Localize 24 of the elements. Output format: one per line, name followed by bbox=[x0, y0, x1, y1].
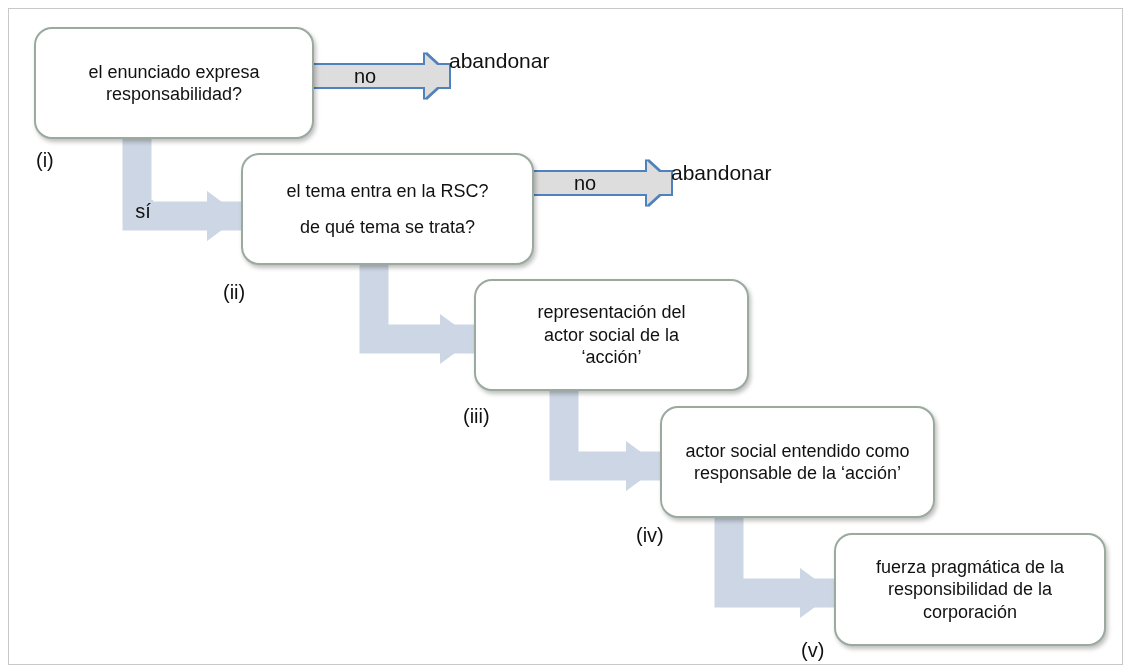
box-text: fuerza pragmática de la responsibilidad de la corporación bbox=[874, 555, 1066, 624]
block-arrow bbox=[314, 54, 449, 98]
block-arrow bbox=[534, 161, 671, 205]
box-text: el enunciado expresa responsabilidad? bbox=[87, 60, 261, 106]
outcome-text: abandonar bbox=[449, 49, 550, 73]
outcome-text: abandonar bbox=[671, 161, 772, 185]
box-text: actor social entendido como responsable de la ‘acción’ bbox=[684, 439, 911, 485]
process-box bbox=[241, 153, 534, 265]
bent-block-arrow bbox=[359, 265, 474, 364]
step-number: (i) bbox=[36, 149, 54, 172]
bent-block-arrow bbox=[549, 391, 660, 491]
process-box bbox=[660, 406, 935, 518]
bent-block-arrow bbox=[714, 518, 834, 618]
box-text: de qué tema se trata? bbox=[299, 216, 476, 239]
box-text: representación del actor social de la ‘acción’ bbox=[536, 301, 687, 369]
step-number: (iii) bbox=[463, 405, 490, 428]
step-number: (iv) bbox=[636, 524, 664, 547]
process-box bbox=[474, 279, 749, 391]
step-number: (v) bbox=[801, 639, 825, 662]
process-box bbox=[834, 533, 1106, 646]
process-box bbox=[34, 27, 314, 139]
bent-block-arrow bbox=[122, 139, 241, 241]
box-text: el tema entra en la RSC? bbox=[286, 179, 489, 202]
step-number: (ii) bbox=[223, 281, 246, 304]
